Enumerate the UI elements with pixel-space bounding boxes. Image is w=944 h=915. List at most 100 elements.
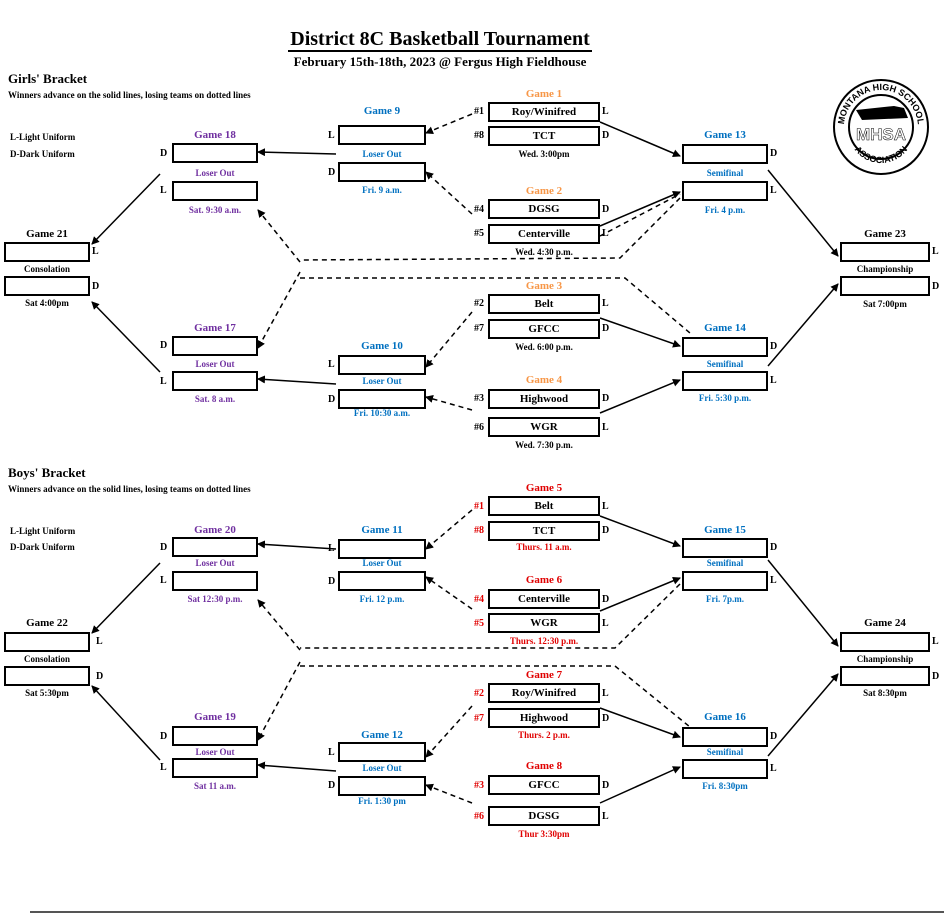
game-time: Thurs. 12:30 p.m. [509, 636, 579, 646]
seed: #8 [474, 130, 484, 141]
game-time: Fri. 12 p.m. [359, 594, 405, 604]
game-label: Game 6 [525, 574, 563, 586]
game-time: Fri. 4 p.m. [704, 205, 746, 215]
team-slot [338, 539, 426, 559]
uniform-dark: D [328, 394, 336, 405]
uniform-dark: D [932, 281, 940, 292]
round-note: Championship [856, 264, 914, 274]
uniform-light: L [932, 246, 939, 257]
team-slot [682, 371, 768, 391]
uniform-light: L [770, 763, 777, 774]
uniform-light: L [160, 185, 167, 196]
game-label: Game 21 [26, 228, 68, 240]
game-label: Game 10 [361, 340, 403, 352]
team-slot [4, 632, 90, 652]
team-slot: Belt [488, 294, 600, 314]
team-slot [172, 336, 258, 356]
seed: #1 [474, 106, 484, 117]
girls-legend-dark: D-Dark Uniform [10, 149, 75, 159]
seed: #6 [474, 422, 484, 433]
uniform-dark: D [92, 281, 100, 292]
game-time: Wed. 4:30 p.m. [515, 247, 573, 257]
page-subtitle: February 15th-18th, 2023 @ Fergus High F… [293, 54, 587, 69]
uniform-dark: D [602, 594, 610, 605]
team-slot [682, 181, 768, 201]
team-slot [682, 337, 768, 357]
uniform-light: L [96, 636, 103, 647]
uniform-dark: D [602, 130, 610, 141]
girls-bracket-note: Winners advance on the solid lines, losi… [8, 90, 251, 100]
team-slot [338, 389, 426, 409]
uniform-light: L [160, 575, 167, 586]
team-slot [4, 276, 90, 296]
uniform-light: L [602, 422, 609, 433]
uniform-dark: D [602, 393, 610, 404]
uniform-light: L [932, 636, 939, 647]
seed: #5 [474, 228, 484, 239]
team-slot: Centerville [488, 224, 600, 244]
team-slot [682, 759, 768, 779]
seed: #1 [474, 501, 484, 512]
team-slot [682, 144, 768, 164]
uniform-dark: D [770, 148, 778, 159]
round-note: Loser Out [362, 149, 402, 159]
uniform-dark: D [932, 671, 940, 682]
boys-legend-dark: D-Dark Uniform [10, 542, 75, 552]
round-note: Loser Out [195, 747, 235, 757]
game-label: Game 1 [525, 88, 563, 100]
team-slot [338, 125, 426, 145]
page-title: District 8C Basketball Tournament [288, 28, 592, 52]
girls-legend-light: L-Light Uniform [10, 132, 76, 142]
uniform-dark: D [328, 167, 336, 178]
game-label: Game 4 [525, 374, 563, 386]
game-time: Thur 3:30pm [518, 829, 570, 839]
game-time: Thurs. 11 a.m. [516, 542, 572, 552]
game-time: Wed. 6:00 p.m. [515, 342, 573, 352]
team-slot [840, 242, 930, 262]
round-note: Semifinal [706, 558, 744, 568]
game-label: Game 11 [361, 524, 403, 536]
team-slot: Highwood [488, 708, 600, 728]
team-slot: TCT [488, 126, 600, 146]
game-time: Fri. 9 a.m. [362, 185, 402, 195]
team-slot [172, 537, 258, 557]
game-time: Fri. 10:30 a.m. [353, 408, 411, 418]
seed: #7 [474, 323, 484, 334]
boys-legend-light: L-Light Uniform [10, 526, 76, 536]
round-note: Consolation [23, 264, 70, 274]
uniform-dark: D [770, 542, 778, 553]
game-label: Game 7 [525, 669, 563, 681]
team-slot: Belt [488, 496, 600, 516]
game-time: Sat 8:30pm [863, 688, 907, 698]
uniform-light: L [160, 376, 167, 387]
game-time: Sat. 9:30 a.m. [188, 205, 242, 215]
seed: #5 [474, 618, 484, 629]
uniform-light: L [328, 130, 335, 141]
uniform-light: L [602, 106, 609, 117]
uniform-light: L [602, 501, 609, 512]
seed: #4 [474, 204, 484, 215]
uniform-light: L [160, 762, 167, 773]
girls-bracket-title: Girls' Bracket [8, 71, 88, 86]
uniform-light: L [328, 747, 335, 758]
game-label: Game 20 [194, 524, 236, 536]
team-slot: Roy/Winifred [488, 683, 600, 703]
uniform-dark: D [602, 713, 610, 724]
team-slot [682, 571, 768, 591]
team-slot [338, 571, 426, 591]
uniform-dark: D [602, 525, 610, 536]
game-time: Fri. 8:30pm [702, 781, 748, 791]
uniform-dark: D [770, 731, 778, 742]
round-note: Semifinal [706, 359, 744, 369]
game-label: Game 14 [704, 322, 746, 334]
uniform-dark: D [770, 341, 778, 352]
team-slot [840, 632, 930, 652]
round-note: Semifinal [706, 747, 744, 757]
uniform-light: L [328, 359, 335, 370]
game-time: Sat 5:30pm [25, 688, 69, 698]
boys-bracket-note: Winners advance on the solid lines, losi… [8, 484, 251, 494]
round-note: Loser Out [195, 558, 235, 568]
game-time: Fri. 7p.m. [706, 594, 744, 604]
game-label: Game 8 [525, 760, 563, 772]
game-time: Sat 11 a.m. [193, 781, 236, 791]
